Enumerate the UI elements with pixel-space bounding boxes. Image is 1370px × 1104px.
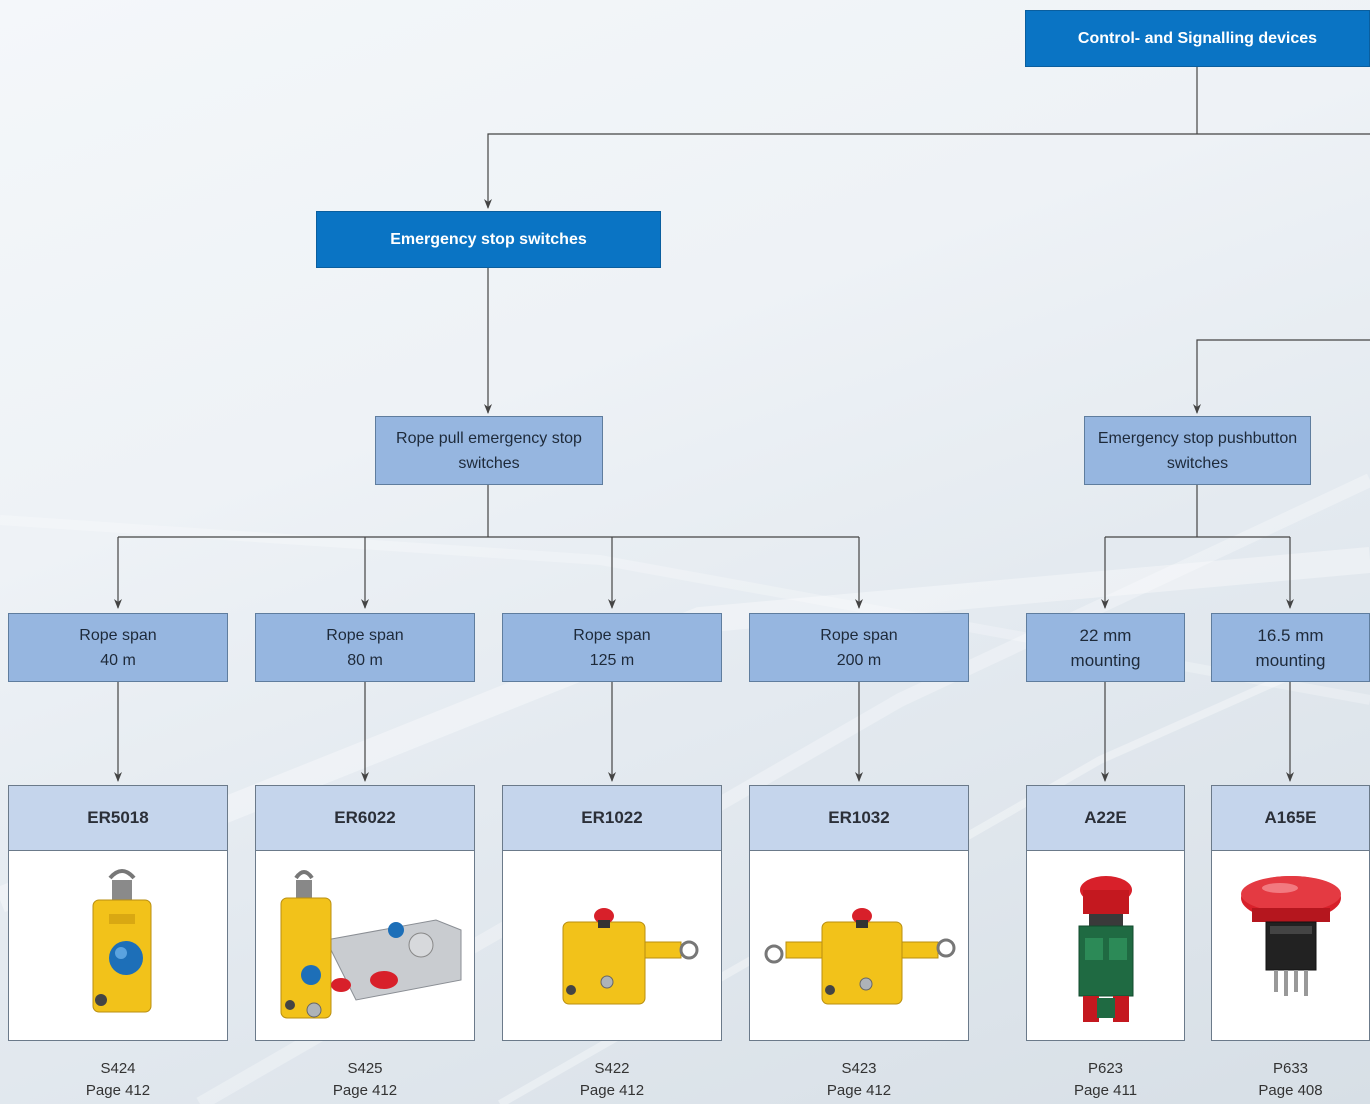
reference-page: Page 412	[85, 1082, 151, 1099]
node-label-line2: 125 m	[589, 651, 635, 669]
node-label: Control- and Signalling devices	[1077, 30, 1318, 47]
node-label-line2: switches	[458, 454, 520, 472]
reference-code: P623	[1087, 1060, 1124, 1077]
node-label-line1: Rope span	[79, 626, 157, 644]
node-label-line2: 40 m	[100, 651, 136, 669]
reference-code: S423	[841, 1060, 877, 1077]
product-model: ER5018	[9, 786, 227, 851]
product-card-er1022[interactable]: ER1022	[502, 785, 722, 1041]
yellow-rope-switch-icon	[77, 869, 167, 1015]
node-rope-span-80: Rope span 80 m	[255, 613, 475, 682]
node-label-line1: Rope span	[573, 626, 651, 644]
product-reference-er6022: S425 Page 412	[255, 1058, 475, 1102]
product-reference-er5018: S424 Page 412	[8, 1058, 228, 1102]
node-label-line2: mounting	[1070, 650, 1141, 670]
yellow-rope-switch-red-button-icon	[551, 900, 699, 1024]
node-label-line1: Rope pull emergency stop	[396, 429, 582, 447]
product-model: A165E	[1212, 786, 1369, 851]
node-label-line1: Rope span	[326, 626, 404, 644]
reference-page: Page 408	[1258, 1082, 1323, 1099]
product-model: ER6022	[256, 786, 474, 851]
node-22mm-mounting: 22 mm mounting	[1026, 613, 1185, 682]
product-reference-a22e: P623 Page 411	[1026, 1058, 1185, 1102]
reference-page: Page 412	[826, 1082, 892, 1099]
product-reference-er1032: S423 Page 412	[749, 1058, 969, 1102]
node-rope-span-200: Rope span 200 m	[749, 613, 969, 682]
red-mushroom-pushbutton-green-base-icon	[1057, 874, 1157, 1030]
node-16-5mm-mounting: 16.5 mm mounting	[1211, 613, 1370, 682]
product-reference-er1022: S422 Page 412	[502, 1058, 722, 1102]
rope-switch-with-steel-tensioner-icon	[280, 870, 462, 1019]
node-label-line2: mounting	[1255, 650, 1326, 670]
node-label-line1: 22 mm	[1079, 625, 1132, 645]
node-label-line1: Emergency stop pushbutton	[1097, 429, 1298, 447]
red-mushroom-pushbutton-icon	[1241, 876, 1341, 996]
reference-code: S425	[347, 1060, 383, 1077]
node-pushbutton-switches: Emergency stop pushbutton switches	[1084, 416, 1311, 485]
yellow-double-rope-switch-icon	[760, 900, 960, 1024]
reference-code: S422	[594, 1060, 630, 1077]
node-emergency-stop-switches: Emergency stop switches	[316, 211, 661, 268]
node-rope-span-40: Rope span 40 m	[8, 613, 228, 682]
node-control-signalling-devices: Control- and Signalling devices	[1025, 10, 1370, 67]
product-model: ER1022	[503, 786, 721, 851]
reference-code: P633	[1272, 1060, 1309, 1077]
node-rope-pull-switches: Rope pull emergency stop switches	[375, 416, 603, 485]
product-model: ER1032	[750, 786, 968, 851]
product-card-a165e[interactable]: A165E	[1211, 785, 1370, 1041]
product-card-a22e[interactable]: A22E	[1026, 785, 1185, 1041]
node-label-line2: 80 m	[347, 651, 383, 669]
product-card-er6022[interactable]: ER6022	[255, 785, 475, 1041]
node-label: Emergency stop switches	[390, 231, 587, 248]
reference-page: Page 412	[332, 1082, 398, 1099]
node-rope-span-125: Rope span 125 m	[502, 613, 722, 682]
reference-page: Page 412	[579, 1082, 645, 1099]
product-card-er1032[interactable]: ER1032	[749, 785, 969, 1041]
node-label-line2: 200 m	[836, 651, 882, 669]
product-model: A22E	[1027, 786, 1184, 851]
reference-page: Page 411	[1073, 1082, 1138, 1099]
node-label-line1: Rope span	[820, 626, 898, 644]
product-card-er5018[interactable]: ER5018	[8, 785, 228, 1041]
reference-code: S424	[100, 1060, 136, 1077]
node-label-line1: 16.5 mm	[1257, 625, 1324, 645]
node-label-line2: switches	[1166, 454, 1229, 472]
product-reference-a165e: P633 Page 408	[1211, 1058, 1370, 1102]
